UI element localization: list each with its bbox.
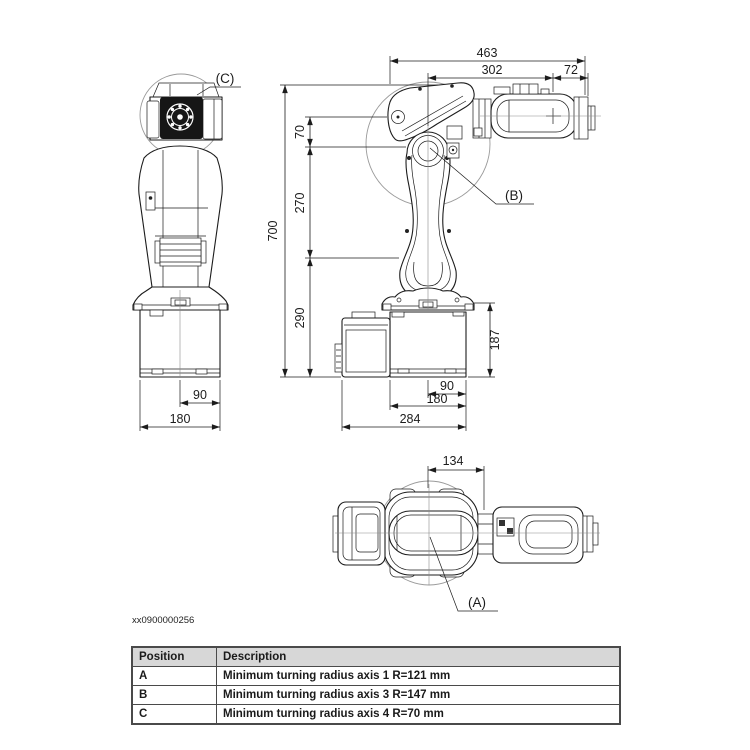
side-view (334, 81, 601, 378)
dim-187: 187 (488, 330, 502, 351)
dim-180-side: 180 (427, 392, 448, 406)
table-row: C Minimum turning radius axis 4 R=70 mm (131, 704, 621, 725)
dim-270: 270 (293, 193, 307, 214)
header-description: Description (216, 646, 621, 667)
dim-134: 134 (443, 454, 464, 468)
table-row: B Minimum turning radius axis 3 R=147 mm (131, 685, 621, 705)
top-view (332, 480, 600, 586)
dim-72: 72 (564, 63, 578, 77)
label-a: (A) (468, 595, 486, 610)
cell-description: Minimum turning radius axis 3 R=147 mm (216, 685, 621, 705)
reference-labels: (C) (B) (A) (196, 71, 534, 612)
front-view (132, 73, 229, 378)
label-c: (C) (216, 71, 235, 86)
cell-position: B (131, 685, 217, 705)
figure-caption: xx0900000256 (132, 615, 195, 626)
dim-302: 302 (482, 63, 503, 77)
dimension-annotations: 463 302 72 700 70 270 290 187 90 180 284… (139, 46, 589, 510)
dimension-drawing: 463 302 72 700 70 270 290 187 90 180 284… (132, 46, 601, 612)
cell-description: Minimum turning radius axis 4 R=70 mm (216, 704, 621, 725)
table-row: A Minimum turning radius axis 1 R=121 mm (131, 666, 621, 686)
cell-description: Minimum turning radius axis 1 R=121 mm (216, 666, 621, 686)
wrist-top-cap (152, 82, 220, 98)
motor-gear-dots (167, 104, 193, 130)
label-b: (B) (505, 188, 523, 203)
tool-flange (573, 96, 589, 140)
dim-463: 463 (477, 46, 498, 60)
dim-90-front: 90 (193, 388, 207, 402)
header-position: Position (131, 646, 217, 667)
forearm-top (492, 506, 584, 564)
dim-290: 290 (293, 308, 307, 329)
dim-284: 284 (400, 412, 421, 426)
axis1-motor-box (341, 317, 391, 378)
cell-position: C (131, 704, 217, 725)
dim-70: 70 (293, 125, 307, 139)
table-header-row: Position Description (131, 646, 621, 667)
dim-90-side: 90 (440, 379, 454, 393)
dim-180-front: 180 (170, 412, 191, 426)
dim-700: 700 (266, 221, 280, 242)
cell-position: A (131, 666, 217, 686)
position-table: Position Description A Minimum turning r… (131, 646, 621, 725)
